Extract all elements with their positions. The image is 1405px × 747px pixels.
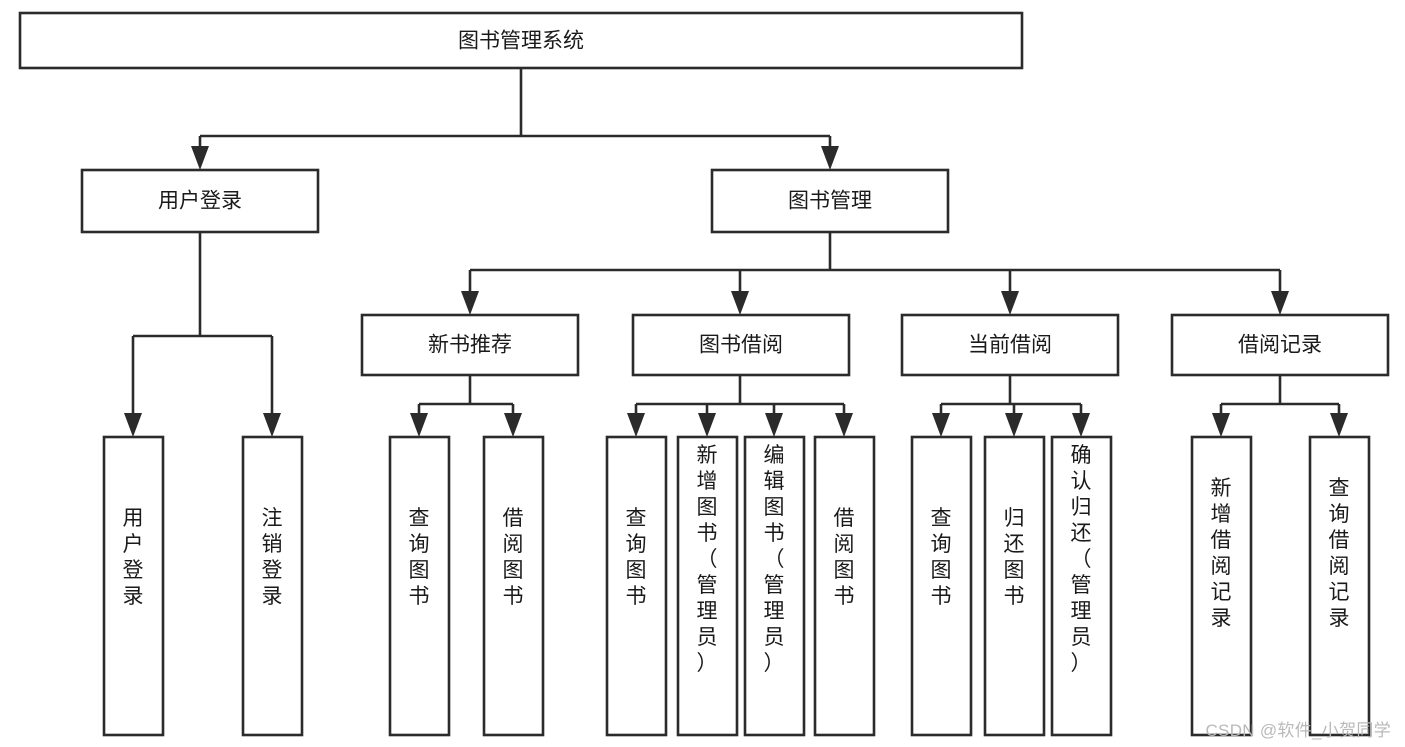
node-leaf-borrow-book-2-label: 借阅图书 — [834, 507, 855, 608]
node-borrow-record[interactable]: 借阅记录 — [1170, 313, 1390, 377]
node-leaf-edit-book[interactable]: 编辑图书（管理员） — [743, 435, 806, 737]
node-leaf-edit-book-label: 编辑图书（管理员） — [764, 444, 785, 675]
node-leaf-borrow-book-1-label: 借阅图书 — [503, 507, 524, 608]
arrowhead-leaf-edit-book — [765, 413, 783, 437]
node-leaf-edit-book-box[interactable] — [743, 435, 806, 737]
node-book-borrow[interactable]: 图书借阅 — [631, 313, 851, 377]
node-leaf-confirm-return-box[interactable] — [1050, 435, 1113, 737]
node-current-borrow-box[interactable] — [900, 313, 1120, 377]
node-root-label: 图书管理系统 — [458, 30, 584, 53]
node-book-manage[interactable]: 图书管理 — [710, 168, 950, 234]
node-leaf-logout-label: 注销登录 — [262, 507, 283, 608]
node-leaf-borrow-book-1-box[interactable] — [482, 435, 545, 737]
node-user-login-label: 用户登录 — [158, 190, 242, 213]
node-root[interactable]: 图书管理系统 — [18, 11, 1024, 70]
node-borrow-record-label: 借阅记录 — [1238, 334, 1322, 357]
arrowhead-root-to-book-manage — [821, 146, 839, 170]
node-new-book-rec-box[interactable] — [360, 313, 580, 377]
node-leaf-logout-box[interactable] — [241, 435, 304, 737]
node-leaf-query-record-label: 查询借阅记录 — [1329, 477, 1350, 630]
arrowhead-leaf-logout — [263, 413, 281, 437]
arrowhead-leaf-query-record — [1330, 413, 1348, 437]
node-current-borrow-label: 当前借阅 — [968, 334, 1052, 357]
node-book-borrow-label: 图书借阅 — [699, 334, 783, 357]
arrowhead-leaf-confirm-return — [1072, 413, 1090, 437]
arrowhead-leaf-user-login — [124, 413, 142, 437]
arrowhead-leaf-borrow-book-1 — [504, 413, 522, 437]
node-leaf-add-record-label: 新增借阅记录 — [1211, 477, 1232, 630]
node-leaf-query-book-2[interactable]: 查询图书 — [605, 435, 668, 737]
node-leaf-add-book-label: 新增图书（管理员） — [697, 444, 718, 675]
node-leaf-confirm-return[interactable]: 确认归还（管理员） — [1050, 435, 1113, 737]
arrowhead-leaf-query-book-3 — [932, 413, 950, 437]
node-root-box[interactable] — [18, 11, 1024, 70]
node-leaf-query-book-3-label: 查询图书 — [931, 507, 952, 608]
arrowhead-leaf-query-book-1 — [410, 413, 428, 437]
node-leaf-borrow-book-2[interactable]: 借阅图书 — [813, 435, 876, 737]
node-leaf-add-book-box[interactable] — [676, 435, 739, 737]
arrowhead-root-to-user-login — [191, 146, 209, 170]
node-leaf-query-book-3[interactable]: 查询图书 — [910, 435, 973, 737]
node-leaf-query-book-1[interactable]: 查询图书 — [388, 435, 451, 737]
node-book-manage-box[interactable] — [710, 168, 950, 234]
node-current-borrow[interactable]: 当前借阅 — [900, 313, 1120, 377]
node-leaf-query-book-3-box[interactable] — [910, 435, 973, 737]
arrowhead-book-borrow — [731, 291, 749, 315]
node-leaf-borrow-book-1[interactable]: 借阅图书 — [482, 435, 545, 737]
node-user-login[interactable]: 用户登录 — [80, 168, 320, 234]
node-leaf-user-login[interactable]: 用户登录 — [102, 435, 165, 737]
arrowhead-leaf-query-book-2 — [627, 413, 645, 437]
csdn-watermark: CSDN @软件_小贺同学 — [1205, 721, 1391, 740]
node-leaf-query-book-1-label: 查询图书 — [409, 507, 430, 608]
connector-layer — [124, 68, 1348, 437]
node-leaf-query-record[interactable]: 查询借阅记录 — [1308, 435, 1371, 737]
node-leaf-return-book-box[interactable] — [983, 435, 1046, 737]
node-new-book-rec[interactable]: 新书推荐 — [360, 313, 580, 377]
node-leaf-query-book-1-box[interactable] — [388, 435, 451, 737]
node-book-manage-label: 图书管理 — [788, 190, 872, 213]
arrowhead-leaf-return-book — [1005, 413, 1023, 437]
node-leaf-borrow-book-2-box[interactable] — [813, 435, 876, 737]
node-leaf-add-book[interactable]: 新增图书（管理员） — [676, 435, 739, 737]
node-leaf-return-book[interactable]: 归还图书 — [983, 435, 1046, 737]
node-leaf-user-login-label: 用户登录 — [123, 507, 144, 608]
node-new-book-rec-label: 新书推荐 — [428, 334, 512, 357]
node-leaf-query-record-box[interactable] — [1308, 435, 1371, 737]
node-borrow-record-box[interactable] — [1170, 313, 1390, 377]
arrowhead-borrow-record — [1271, 291, 1289, 315]
node-leaf-query-book-2-box[interactable] — [605, 435, 668, 737]
node-leaf-add-record-box[interactable] — [1190, 435, 1253, 737]
arrowhead-leaf-borrow-book-2 — [835, 413, 853, 437]
arrowhead-leaf-add-book — [698, 413, 716, 437]
node-leaf-return-book-label: 归还图书 — [1004, 507, 1025, 608]
node-leaf-query-book-2-label: 查询图书 — [626, 507, 647, 608]
node-leaf-logout[interactable]: 注销登录 — [241, 435, 304, 737]
node-leaf-user-login-box[interactable] — [102, 435, 165, 737]
node-book-borrow-box[interactable] — [631, 313, 851, 377]
node-leaf-add-record[interactable]: 新增借阅记录 — [1190, 435, 1253, 737]
arrowhead-leaf-add-record — [1212, 413, 1230, 437]
arrowhead-current-borrow — [1001, 291, 1019, 315]
arrowhead-new-book-rec — [461, 291, 479, 315]
node-leaf-confirm-return-label: 确认归还（管理员） — [1071, 444, 1092, 675]
node-user-login-box[interactable] — [80, 168, 320, 234]
